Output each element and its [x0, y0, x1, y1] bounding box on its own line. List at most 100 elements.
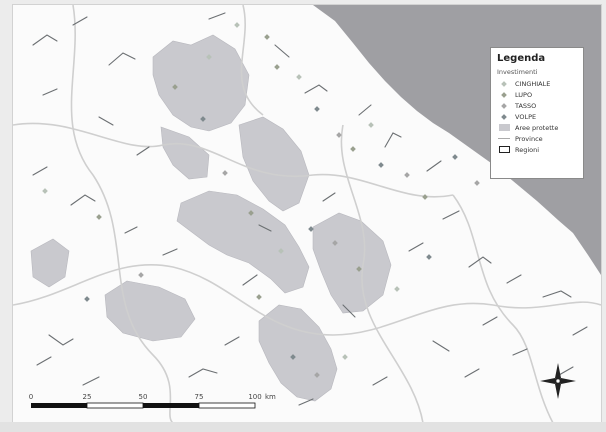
legend-label: VOLPE — [515, 112, 537, 121]
road — [426, 160, 442, 172]
road — [98, 116, 114, 126]
legend-item-regioni: Regioni — [497, 144, 578, 155]
occurrence-point — [404, 172, 410, 178]
occurrence-point — [248, 210, 254, 216]
road — [358, 104, 372, 116]
occurrence-point — [378, 162, 384, 168]
road — [482, 316, 498, 326]
road — [188, 368, 218, 378]
occurrence-point — [200, 116, 206, 122]
road — [32, 166, 48, 176]
occurrence-point — [290, 354, 296, 360]
occurrence-point — [308, 226, 314, 232]
legend-symbol — [497, 124, 511, 131]
occurrence-point — [350, 146, 356, 152]
legend-subtitle: Investimenti — [497, 68, 538, 76]
protected-area — [152, 34, 250, 132]
occurrence-point — [452, 154, 458, 160]
road — [162, 248, 178, 256]
legend-item-aree-protette: Aree protette — [497, 122, 578, 133]
legend-item-volpe: VOLPE — [497, 111, 578, 122]
occurrence-point — [138, 272, 144, 278]
legend-item-cinghiale: CINGHIALE — [497, 78, 578, 89]
protected-area — [30, 238, 70, 288]
scale-segment — [143, 403, 199, 408]
road — [342, 304, 356, 318]
legend-symbol — [497, 146, 511, 153]
road — [32, 34, 58, 46]
occurrence-point — [222, 170, 228, 176]
road — [304, 84, 328, 94]
occurrence-point — [368, 122, 374, 128]
road — [558, 366, 574, 376]
road — [384, 132, 402, 148]
legend-label: TASSO — [515, 101, 537, 110]
protected-area — [312, 212, 392, 314]
occurrence-point — [314, 106, 320, 112]
roads — [32, 12, 588, 406]
scale-segment — [31, 403, 87, 408]
road — [242, 274, 258, 286]
occurrence-point — [314, 372, 320, 378]
occurrence-point — [84, 296, 90, 302]
occurrence-point — [42, 188, 48, 194]
scale-tick-75: 75 — [194, 393, 204, 401]
road — [36, 356, 52, 366]
occurrence-point — [278, 248, 284, 254]
road — [48, 334, 74, 346]
boundary-line — [240, 5, 264, 116]
occurrence-point — [296, 74, 302, 80]
occurrence-point — [332, 240, 338, 246]
scale-tick-0: 0 — [28, 393, 34, 401]
road — [82, 376, 100, 386]
occurrence-point — [274, 64, 280, 70]
road — [512, 348, 528, 356]
bottom-border — [0, 422, 606, 432]
boundary-line — [13, 122, 454, 198]
boundary-line — [70, 5, 174, 423]
occurrence-point — [256, 294, 262, 300]
road — [108, 52, 136, 66]
road — [42, 88, 58, 96]
map-canvas: 0 25 50 75 100 km Legenda Investimenti C… — [12, 4, 602, 424]
road — [542, 290, 572, 298]
occurrence-point — [336, 132, 342, 138]
scale-unit: km — [265, 393, 276, 401]
legend-title: Legenda — [497, 53, 546, 64]
compass-rose-icon — [540, 363, 576, 399]
road — [274, 44, 290, 58]
occurrence-point — [474, 180, 480, 186]
province-boundaries — [13, 5, 601, 423]
protected-area — [104, 280, 196, 342]
legend-symbol — [497, 91, 511, 98]
legend-label: LUPO — [515, 90, 533, 99]
legend-symbol — [497, 80, 511, 87]
occurrence-point — [422, 194, 428, 200]
protected-areas — [30, 34, 392, 402]
road — [136, 146, 150, 156]
road — [442, 210, 460, 220]
occurrence-point — [356, 266, 362, 272]
road — [432, 340, 450, 352]
protected-area — [160, 126, 210, 180]
legend-item-province: Province — [497, 133, 578, 144]
road — [258, 224, 272, 232]
scale-bar — [31, 402, 256, 409]
scale-segment — [86, 402, 144, 409]
road — [408, 242, 424, 252]
road — [70, 194, 96, 206]
occurrence-point — [426, 254, 432, 260]
protected-area — [176, 190, 310, 294]
occurrence-point — [394, 286, 400, 292]
occurrence-point — [342, 354, 348, 360]
road — [322, 192, 336, 202]
legend-label: Province — [515, 134, 543, 143]
road — [224, 336, 240, 346]
road — [468, 256, 492, 268]
road — [208, 12, 226, 20]
road — [372, 376, 388, 386]
scale-tick-100: 100 — [248, 393, 262, 401]
protected-area — [238, 116, 310, 212]
scale-tick-50: 50 — [138, 393, 148, 401]
occurrence-point — [96, 214, 102, 220]
